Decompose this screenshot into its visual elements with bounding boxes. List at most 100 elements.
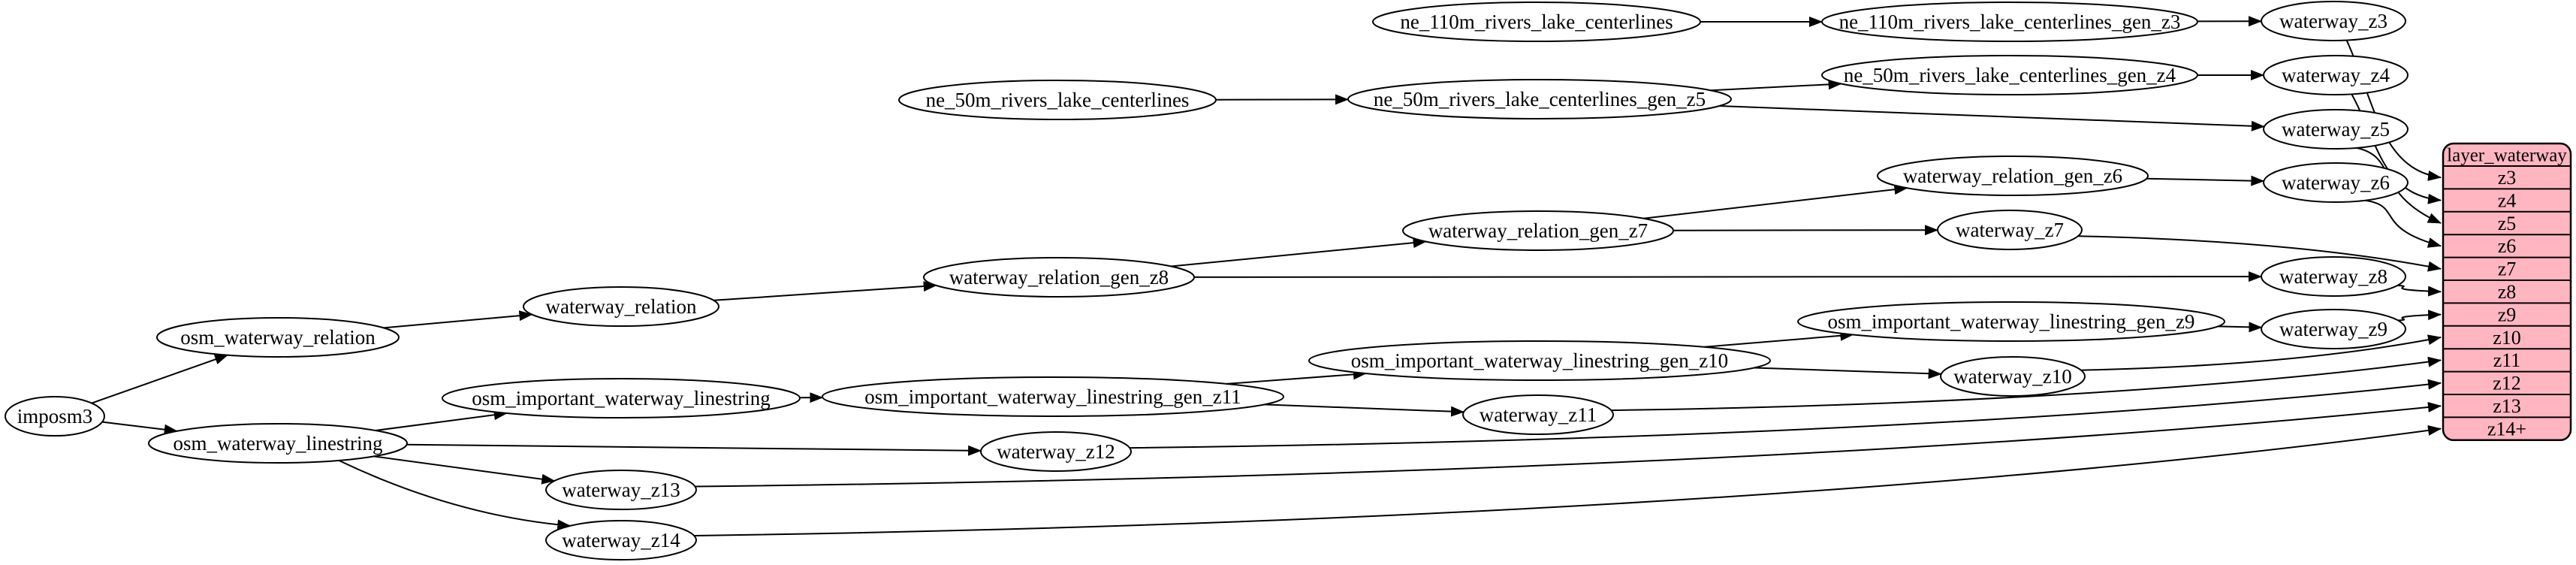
node-ellipse-waterway_z13 [545,470,697,510]
node-osm_important_waterway_linestring_gen_z10: osm_important_waterway_linestring_gen_z1… [1308,340,1771,381]
node-label-imposm3: imposm3 [17,405,93,428]
node-label-waterway_z4: waterway_z4 [2282,64,2390,86]
node-label-waterway_z3: waterway_z3 [2279,10,2387,32]
node-ellipse-osm_important_waterway_linestring [442,378,801,418]
node-ellipse-osm_waterway_linestring [148,423,408,464]
table-row-z6: z6 [2498,235,2517,257]
node-ellipse-waterway_z3 [2261,1,2406,41]
node-ellipse-waterway_z4 [2263,55,2409,95]
node-ellipse-ne_110m_rivers_lake_centerlines [1372,2,1701,42]
edge-waterway_z7-to-layer_waterway-z7 [2078,235,2442,272]
node-waterway_relation_gen_z8: waterway_relation_gen_z8 [923,257,1195,298]
edges-layer [91,16,2442,536]
node-label-osm_important_waterway_linestring: osm_important_waterway_linestring [472,387,770,409]
node-ellipse-waterway_z8 [2261,256,2406,297]
node-waterway_relation: waterway_relation [523,286,719,327]
node-ellipse-ne_50m_rivers_lake_centerlines [898,80,1217,120]
node-ellipse-osm_important_waterway_linestring_gen_z10 [1308,340,1771,381]
node-ellipse-osm_waterway_relation [156,317,400,358]
node-ellipse-waterway_relation [523,286,719,327]
edge-waterway_z12-to-layer_waterway-z12 [1130,379,2442,449]
table-row-label-z13: z13 [2493,395,2521,417]
table-layer-waterway: layer_waterwayz3z4z5z6z7z8z9z10z11z12z13… [2442,142,2572,442]
node-osm_waterway_relation: osm_waterway_relation [156,317,400,358]
node-label-ne_50m_rivers_lake_centerlines_gen_z5: ne_50m_rivers_lake_centerlines_gen_z5 [1374,88,1706,110]
table-row-z10: z10 [2493,327,2521,349]
edge-waterway_relation-to-waterway_relation_gen_z8 [713,281,937,301]
node-waterway_z10: waterway_z10 [1940,356,2086,397]
node-waterway_z12: waterway_z12 [980,431,1132,472]
node-label-waterway_z7: waterway_z7 [1956,219,2064,241]
node-ellipse-waterway_z10 [1940,356,2086,397]
node-osm_waterway_linestring: osm_waterway_linestring [148,423,408,464]
edge-osm_important_waterway_linestring_gen_z11-to-waterway_z11 [1264,403,1464,417]
edge-waterway_z11-to-layer_waterway-z11 [1611,356,2442,412]
edge-ne_50m_rivers_lake_centerlines_gen_z5-to-ne_50m_rivers_lake_centerlines_gen_z4 [1710,79,1842,92]
edge-waterway_relation_gen_z8-to-waterway_z8 [1193,271,2262,282]
table-row-z8: z8 [2498,281,2517,303]
node-label-waterway_z12: waterway_z12 [997,440,1115,463]
node-ellipse-ne_50m_rivers_lake_centerlines_gen_z5 [1347,79,1732,119]
node-ellipse-waterway_z5 [2263,109,2409,150]
node-ne_110m_rivers_lake_centerlines_gen_z3: ne_110m_rivers_lake_centerlines_gen_z3 [1821,2,2198,42]
edge-waterway_z6-to-layer_waterway-z6 [2365,199,2442,248]
node-waterway_relation_gen_z7: waterway_relation_gen_z7 [1402,210,1674,251]
edge-osm_waterway_linestring-to-osm_important_waterway_linestring [375,409,508,431]
table-row-label-z12: z12 [2493,373,2521,394]
node-label-waterway_z14: waterway_z14 [562,529,680,551]
node-label-waterway_z9: waterway_z9 [2279,318,2387,340]
node-label-waterway_relation_gen_z7: waterway_relation_gen_z7 [1428,219,1648,242]
edge-osm_waterway_linestring-to-waterway_z12 [406,443,982,456]
table-row-label-z8: z8 [2498,281,2517,303]
node-ellipse-waterway_relation_gen_z6 [1877,156,2149,196]
edge-imposm3-to-osm_waterway_relation [91,354,229,404]
node-label-waterway_relation: waterway_relation [546,295,697,318]
node-label-waterway_z10: waterway_z10 [1953,365,2071,388]
node-label-waterway_relation_gen_z8: waterway_relation_gen_z8 [949,266,1169,289]
node-waterway_z9: waterway_z9 [2261,309,2406,349]
node-ellipse-osm_important_waterway_linestring_gen_z11 [822,376,1284,417]
node-label-waterway_relation_gen_z6: waterway_relation_gen_z6 [1903,165,2122,187]
node-ellipse-osm_important_waterway_linestring_gen_z9 [1797,301,2225,342]
node-osm_important_waterway_linestring: osm_important_waterway_linestring [442,378,801,418]
table-title: layer_waterway [2447,146,2567,166]
nodes-layer: imposm3 osm_waterway_relation osm_waterway… [5,1,2409,560]
edge-osm_waterway_linestring-to-waterway_z14 [338,459,572,530]
edge-imposm3-to-osm_waterway_linestring [101,421,178,435]
node-ellipse-ne_50m_rivers_lake_centerlines_gen_z4 [1821,55,2198,95]
node-label-waterway_z5: waterway_z5 [2282,118,2390,140]
node-ellipse-waterway_z9 [2261,309,2406,349]
node-osm_important_waterway_linestring_gen_z9: osm_important_waterway_linestring_gen_z9 [1797,301,2225,342]
table-background [2442,142,2572,442]
node-ne_110m_rivers_lake_centerlines: ne_110m_rivers_lake_centerlines [1372,2,1701,42]
edge-waterway_z9-to-layer_waterway-z9 [2397,310,2442,322]
node-label-ne_110m_rivers_lake_centerlines: ne_110m_rivers_lake_centerlines [1400,11,1673,33]
edge-waterway_z14-to-layer_waterway-z14+ [694,425,2442,536]
edge-osm_waterway_linestring-to-waterway_z13 [373,455,556,485]
node-label-waterway_z8: waterway_z8 [2279,265,2387,288]
table-row-z9: z9 [2498,304,2517,325]
edge-osm_important_waterway_linestring_gen_z10-to-osm_important_waterway_linestring_gen_z9 [1704,330,1854,348]
edge-waterway_relation_gen_z8-to-waterway_relation_gen_z7 [1171,237,1427,267]
node-label-osm_important_waterway_linestring_gen_z9: osm_important_waterway_linestring_gen_z9 [1828,310,2195,333]
node-waterway_z14: waterway_z14 [545,520,697,560]
edge-waterway_relation_gen_z7-to-waterway_relation_gen_z6 [1643,184,1908,219]
table-row-label-z7: z7 [2498,258,2517,280]
node-waterway_z8: waterway_z8 [2261,256,2406,297]
node-ellipse-waterway_relation_gen_z8 [923,257,1195,298]
table-row-label-z14+: z14+ [2487,418,2526,440]
node-waterway_z5: waterway_z5 [2263,109,2409,150]
node-label-osm_important_waterway_linestring_gen_z10: osm_important_waterway_linestring_gen_z1… [1351,349,1728,372]
table-row-label-z4: z4 [2498,189,2517,211]
table-row-z3: z3 [2498,167,2517,189]
edge-osm_waterway_relation-to-waterway_relation [383,310,533,329]
node-ellipse-ne_110m_rivers_lake_centerlines_gen_z3 [1821,2,2198,42]
node-waterway_z11: waterway_z11 [1462,394,1614,435]
node-label-ne_110m_rivers_lake_centerlines_gen_z3: ne_110m_rivers_lake_centerlines_gen_z3 [1839,11,2181,33]
edge-waterway_relation_gen_z7-to-waterway_z7 [1673,225,1938,236]
table-layer: layer_waterwayz3z4z5z6z7z8z9z10z11z12z13… [2442,142,2572,442]
node-waterway_z7: waterway_z7 [1937,210,2083,250]
table-row-z5: z5 [2498,213,2517,234]
